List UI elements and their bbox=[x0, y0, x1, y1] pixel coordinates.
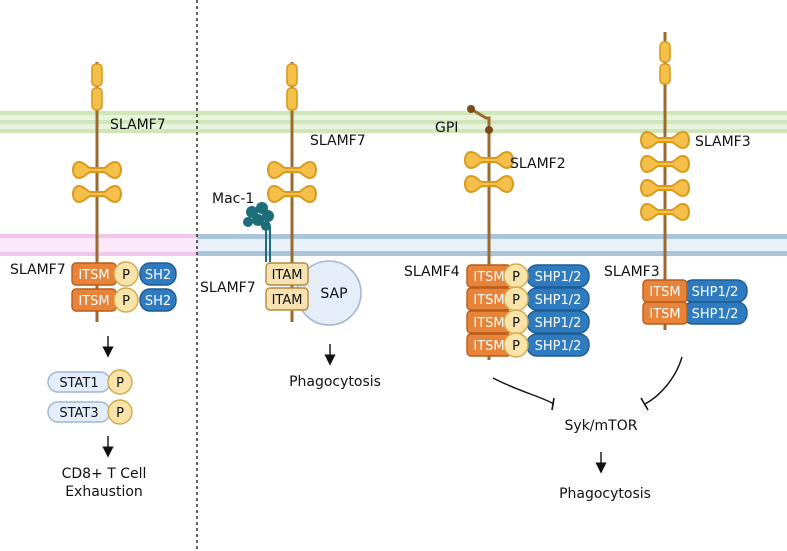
sap-label: SAP bbox=[320, 286, 347, 302]
sap-protein: SAP bbox=[296, 260, 362, 326]
lower-membrane-right bbox=[197, 234, 787, 256]
outcome-line-1: CD8+ T Cell bbox=[62, 466, 147, 482]
shp-label: SHP1/2 bbox=[692, 307, 739, 322]
slamf2-receptor bbox=[464, 140, 514, 215]
slamf3-itsm-row-1: SHP1/2 ITSM bbox=[642, 279, 748, 303]
outcome-line-2: Exhaustion bbox=[65, 484, 143, 500]
itsm-label: ITSM bbox=[473, 270, 504, 285]
pathway-outcome: Phagocytosis bbox=[559, 486, 651, 502]
slamf4-itsm-row-4: SHP1/2 ITSM P bbox=[466, 332, 590, 358]
slamf3-top-label: SLAMF3 bbox=[695, 134, 751, 150]
shp-label: SHP1/2 bbox=[692, 285, 739, 300]
itam-row-2: ITAM bbox=[265, 287, 309, 311]
left-itsm-row-2: SH2 ITSM P bbox=[71, 287, 177, 313]
inhibition-curve-right bbox=[640, 356, 683, 411]
slamf4-itsm-row-3: SHP1/2 ITSM P bbox=[466, 309, 590, 335]
itam-label: ITAM bbox=[272, 293, 303, 308]
itam-label: ITAM bbox=[272, 268, 303, 283]
mac1-label: Mac-1 bbox=[212, 191, 254, 207]
stat1-group: STAT1 P bbox=[47, 369, 133, 395]
itsm-label: ITSM bbox=[473, 339, 504, 354]
slamf4-itsm-row-1: SHP1/2 ITSM P bbox=[466, 263, 590, 289]
slamf4-label: SLAMF4 bbox=[404, 264, 460, 280]
mid-slamf7-side-label: SLAMF7 bbox=[200, 280, 256, 296]
itsm-label: ITSM bbox=[78, 268, 109, 283]
shp-label: SHP1/2 bbox=[535, 270, 582, 285]
gpi-label: GPI bbox=[435, 120, 458, 136]
shp-label: SHP1/2 bbox=[535, 339, 582, 354]
p-label: P bbox=[512, 293, 520, 308]
slamf3-itsm-row-2: SHP1/2 ITSM bbox=[642, 301, 748, 325]
p-label: P bbox=[512, 316, 520, 331]
mid-slamf7-top-label: SLAMF7 bbox=[310, 133, 366, 149]
p-label: P bbox=[512, 339, 520, 354]
left-itsm-row-1: SH2 ITSM P bbox=[71, 261, 177, 287]
itsm-label: ITSM bbox=[649, 307, 680, 322]
p-label: P bbox=[122, 294, 130, 309]
p-label: P bbox=[116, 376, 124, 391]
itsm-label: ITSM bbox=[649, 285, 680, 300]
p-label: P bbox=[116, 406, 124, 421]
p-label: P bbox=[122, 268, 130, 283]
sh2-label: SH2 bbox=[145, 268, 171, 283]
left-slamf7-top-label: SLAMF7 bbox=[110, 117, 166, 133]
shp-label: SHP1/2 bbox=[535, 316, 582, 331]
itsm-label: ITSM bbox=[78, 294, 109, 309]
sh2-label: SH2 bbox=[145, 294, 171, 309]
mid-outcome: Phagocytosis bbox=[289, 374, 381, 390]
left-slamf7-side-label: SLAMF7 bbox=[10, 262, 66, 278]
itsm-label: ITSM bbox=[473, 316, 504, 331]
mac1-protein bbox=[243, 202, 274, 262]
syk-mtor-label: Syk/mTOR bbox=[565, 418, 638, 434]
slamf3-side-label: SLAMF3 bbox=[604, 264, 660, 280]
p-label: P bbox=[512, 270, 520, 285]
shp-label: SHP1/2 bbox=[535, 293, 582, 308]
itsm-label: ITSM bbox=[473, 293, 504, 308]
stat3-group: STAT3 P bbox=[47, 399, 133, 425]
inhibition-curve-left bbox=[492, 377, 555, 411]
slamf4-itsm-row-2: SHP1/2 ITSM P bbox=[466, 286, 590, 312]
stat3-label: STAT3 bbox=[59, 406, 98, 421]
slamf2-label: SLAMF2 bbox=[510, 156, 566, 172]
gpi-anchor bbox=[467, 105, 493, 160]
stat1-label: STAT1 bbox=[59, 376, 98, 391]
itam-row-1: ITAM bbox=[265, 262, 309, 286]
